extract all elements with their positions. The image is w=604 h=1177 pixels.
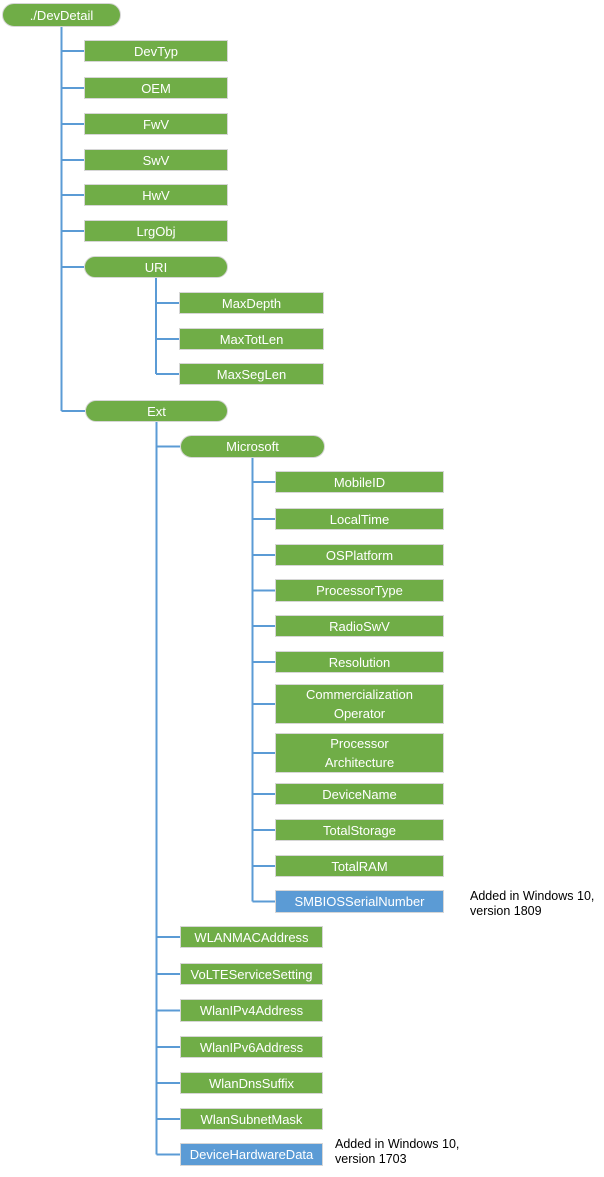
tree-node-fwv: FwV	[84, 113, 228, 135]
tree-node-processor-architecture: Processor Architecture	[275, 733, 444, 773]
tree-node-wlanipv6address: WlanIPv6Address	[180, 1036, 323, 1058]
tree-node-maxdepth: MaxDepth	[179, 292, 324, 314]
tree-node-devicehardwaredata: DeviceHardwareData	[180, 1143, 323, 1166]
tree-node-commercialization-operator: Commercialization Operator	[275, 684, 444, 724]
tree-node-totalstorage: TotalStorage	[275, 819, 444, 841]
tree-node-maxseglen: MaxSegLen	[179, 363, 324, 385]
tree-node-localtime: LocalTime	[275, 508, 444, 530]
tree-node-wlanipv4address: WlanIPv4Address	[180, 999, 323, 1022]
version-note-line: Added in Windows 10,	[335, 1137, 460, 1151]
tree-node-maxtotlen: MaxTotLen	[179, 328, 324, 350]
tree-node-wlanmacaddress: WLANMACAddress	[180, 926, 323, 948]
tree-node-radioswv: RadioSwV	[275, 615, 444, 637]
version-note-note-1703: Added in Windows 10,version 1703	[335, 1137, 459, 1167]
tree-node-devicename: DeviceName	[275, 783, 444, 805]
tree-node-uri: URI	[84, 256, 228, 278]
version-note-line: Added in Windows 10,	[470, 889, 595, 903]
tree-node-voltesrvicesetting: VoLTEServiceSetting	[180, 963, 323, 985]
tree-node-mobileid: MobileID	[275, 471, 444, 493]
tree-node-devtyp: DevTyp	[84, 40, 228, 62]
tree-node-oem: OEM	[84, 77, 228, 99]
tree-node-processortype: ProcessorType	[275, 579, 444, 602]
tree-node-totalram: TotalRAM	[275, 855, 444, 877]
tree-node-swv: SwV	[84, 149, 228, 171]
tree-node-ext: Ext	[85, 400, 228, 422]
tree-node-microsoft: Microsoft	[180, 435, 325, 458]
tree-node-wlandnssuffix: WlanDnsSuffix	[180, 1072, 323, 1094]
version-note-line: version 1703	[335, 1152, 407, 1166]
tree-node-wlansubnetmask: WlanSubnetMask	[180, 1108, 323, 1130]
tree-node-smbiosserialnumber: SMBIOSSerialNumber	[275, 890, 444, 913]
version-note-line: version 1809	[470, 904, 542, 918]
tree-node-lrgobj: LrgObj	[84, 220, 228, 242]
tree-node-devdetail: ./DevDetail	[2, 3, 121, 27]
tree-node-osplatform: OSPlatform	[275, 544, 444, 566]
version-note-note-1809: Added in Windows 10,version 1809	[470, 889, 594, 919]
tree-node-hwv: HwV	[84, 184, 228, 206]
tree-node-resolution: Resolution	[275, 651, 444, 673]
